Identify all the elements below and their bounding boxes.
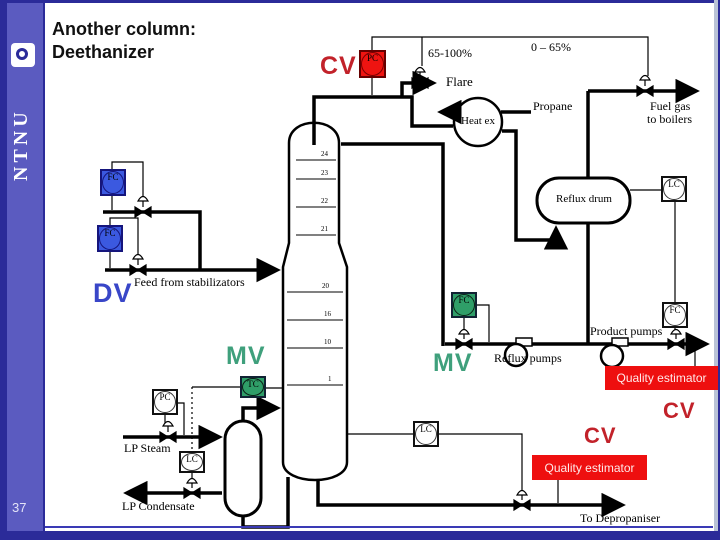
flare-label: Flare [446,74,473,89]
title-line-2: Deethanizer [52,42,155,62]
cv-label-pressure: CV [320,52,357,80]
product-pumps-label: Product pumps [590,324,663,338]
ntnu-sidebar: NTNU [7,3,45,531]
signal-lines [109,36,696,503]
reboiler-vessel [223,419,263,518]
flare-valve-range: 65-100% [428,46,472,60]
slide-top-border [0,0,720,3]
instrument-circle-icon [242,378,264,396]
heat-ex-label: Heat ex [461,115,495,127]
instrument-circle-icon [99,227,121,250]
slide-bottom-border [0,531,720,540]
page-title: Another column: Deethanizer [52,18,196,64]
tray-10: 10 [324,338,331,346]
control-valves [129,66,685,512]
instrument-circle-icon [415,423,437,445]
controller-lc-reflux-drum: LC [661,176,687,202]
reflux-pumps-label: Reflux pumps [494,351,562,365]
tray-21: 21 [321,225,328,233]
controller-lc-bottoms: LC [413,421,439,447]
instrument-circle-icon [663,178,685,200]
instrument-circle-icon [181,453,203,471]
column-vessel [281,121,349,482]
controller-pc-steam: PC [152,389,178,415]
fuelgas-valve-range: 0 – 65% [531,40,571,54]
sidebar-outer [0,0,7,540]
quality-estimator-bottom: Quality estimator [532,455,647,480]
controller-lc-condensate: LC [179,451,205,473]
title-line-1: Another column: [52,19,196,39]
tray-22: 22 [321,197,328,205]
reflux-drum-label: Reflux drum [556,193,612,205]
condensate-valve-icon [183,477,201,500]
cv-label-product: CV [663,398,696,423]
controller-fc-feed-2: FC [97,225,123,252]
instrument-circle-icon [664,304,686,326]
feed-label: Feed from stabilizators [134,275,245,289]
feed2-valve-icon [129,253,147,277]
ntnu-logo-icon [11,43,35,67]
tray-16: 16 [324,310,331,318]
tray-24: 24 [321,150,328,158]
controller-fc-reflux: FC [451,292,477,318]
to-depropaniser-label: To Depropaniser [580,511,661,525]
instrument-circle-icon [361,52,384,76]
controller-pc-overhead: PC [359,50,386,78]
tray-23: 23 [321,169,328,177]
ntnu-logo-text: NTNU [10,108,32,181]
tray-20: 20 [322,282,329,290]
cv-label-bottoms: CV [584,423,617,448]
quality-estimator-top: Quality estimator [605,366,718,390]
reflux-valve-icon [455,328,473,351]
mv-label-temperature: MV [226,342,266,370]
dv-label-feed: DV [93,278,133,308]
controller-fc-feed-1: FC [100,169,126,196]
fuel-gas-label-2: to boilers [647,112,692,126]
product-valve-icon [667,328,685,351]
instrument-circle-icon [154,391,176,413]
lp-steam-label: LP Steam [124,441,171,455]
bottoms-valve-icon [513,489,531,512]
instrument-circle-icon [102,171,124,194]
slide-number: 37 [12,500,27,515]
controller-tc-column: TC [240,376,266,398]
slide-footer-line [45,526,713,528]
lp-condensate-label: LP Condensate [122,499,195,513]
mv-label-reflux: MV [433,349,473,377]
controller-fc-product: FC [662,302,688,328]
fuelgas-valve-icon [636,74,654,98]
flare-valve-icon [411,66,429,90]
reflux-drum-vessel [535,176,632,225]
slide-right-border [714,0,720,540]
instrument-circle-icon [453,294,475,316]
reflux-pump-icon [503,337,533,368]
propane-label: Propane [533,99,573,113]
steam-valve-icon [159,420,177,444]
fuel-gas-label-1: Fuel gas [650,99,691,113]
tray-1: 1 [328,375,332,383]
feed1-valve-icon [134,195,152,219]
